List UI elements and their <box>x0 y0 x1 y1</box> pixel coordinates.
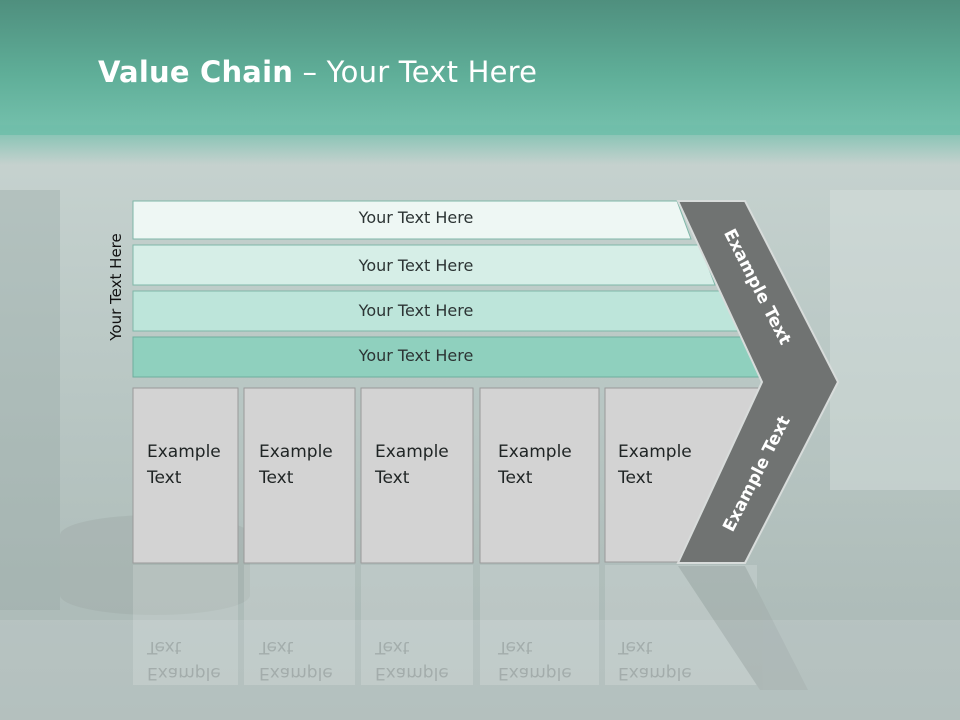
background-shape <box>0 190 60 610</box>
column-reflection <box>605 565 757 685</box>
column-text-line: Text <box>259 468 294 488</box>
banner-label: Your Text Here <box>358 301 474 320</box>
background-shape <box>830 190 960 490</box>
page-title: Value Chain – Your Text Here <box>98 55 538 89</box>
header-band <box>0 0 960 135</box>
banner-row <box>132 244 716 286</box>
background-shape <box>0 620 960 720</box>
banner-label: Your Text Here <box>358 208 474 227</box>
column-text: Example Text <box>498 439 572 491</box>
column-reflection <box>244 565 355 685</box>
column-text: Example Text <box>259 439 333 491</box>
column-text-line: Example <box>147 442 221 462</box>
column-text: Example Text <box>375 439 449 491</box>
column-text-line: Example <box>259 442 333 462</box>
column-box <box>132 387 239 564</box>
arrow-reflection <box>678 566 808 690</box>
column-text-line: Text <box>618 468 653 488</box>
column-box <box>360 387 474 564</box>
column-box <box>479 387 600 564</box>
column-reflection <box>480 565 599 685</box>
column-text-line: Text <box>147 468 182 488</box>
column-text: Example Text <box>618 439 692 491</box>
column-box <box>243 387 356 564</box>
banner-row <box>132 200 692 240</box>
column-text-line: Text <box>375 468 410 488</box>
column-reflection <box>133 565 238 685</box>
value-chain-arrow <box>676 200 840 564</box>
column-text-line: Example <box>618 442 692 462</box>
column-text-line: Text <box>498 468 533 488</box>
banner-label: Your Text Here <box>358 346 474 365</box>
banner-label: Your Text Here <box>358 256 474 275</box>
column-text: Example Text <box>147 439 221 491</box>
column-text-line: Example <box>498 442 572 462</box>
column-reflection <box>361 565 473 685</box>
column-text-line: Example <box>375 442 449 462</box>
header-fade <box>0 125 960 165</box>
